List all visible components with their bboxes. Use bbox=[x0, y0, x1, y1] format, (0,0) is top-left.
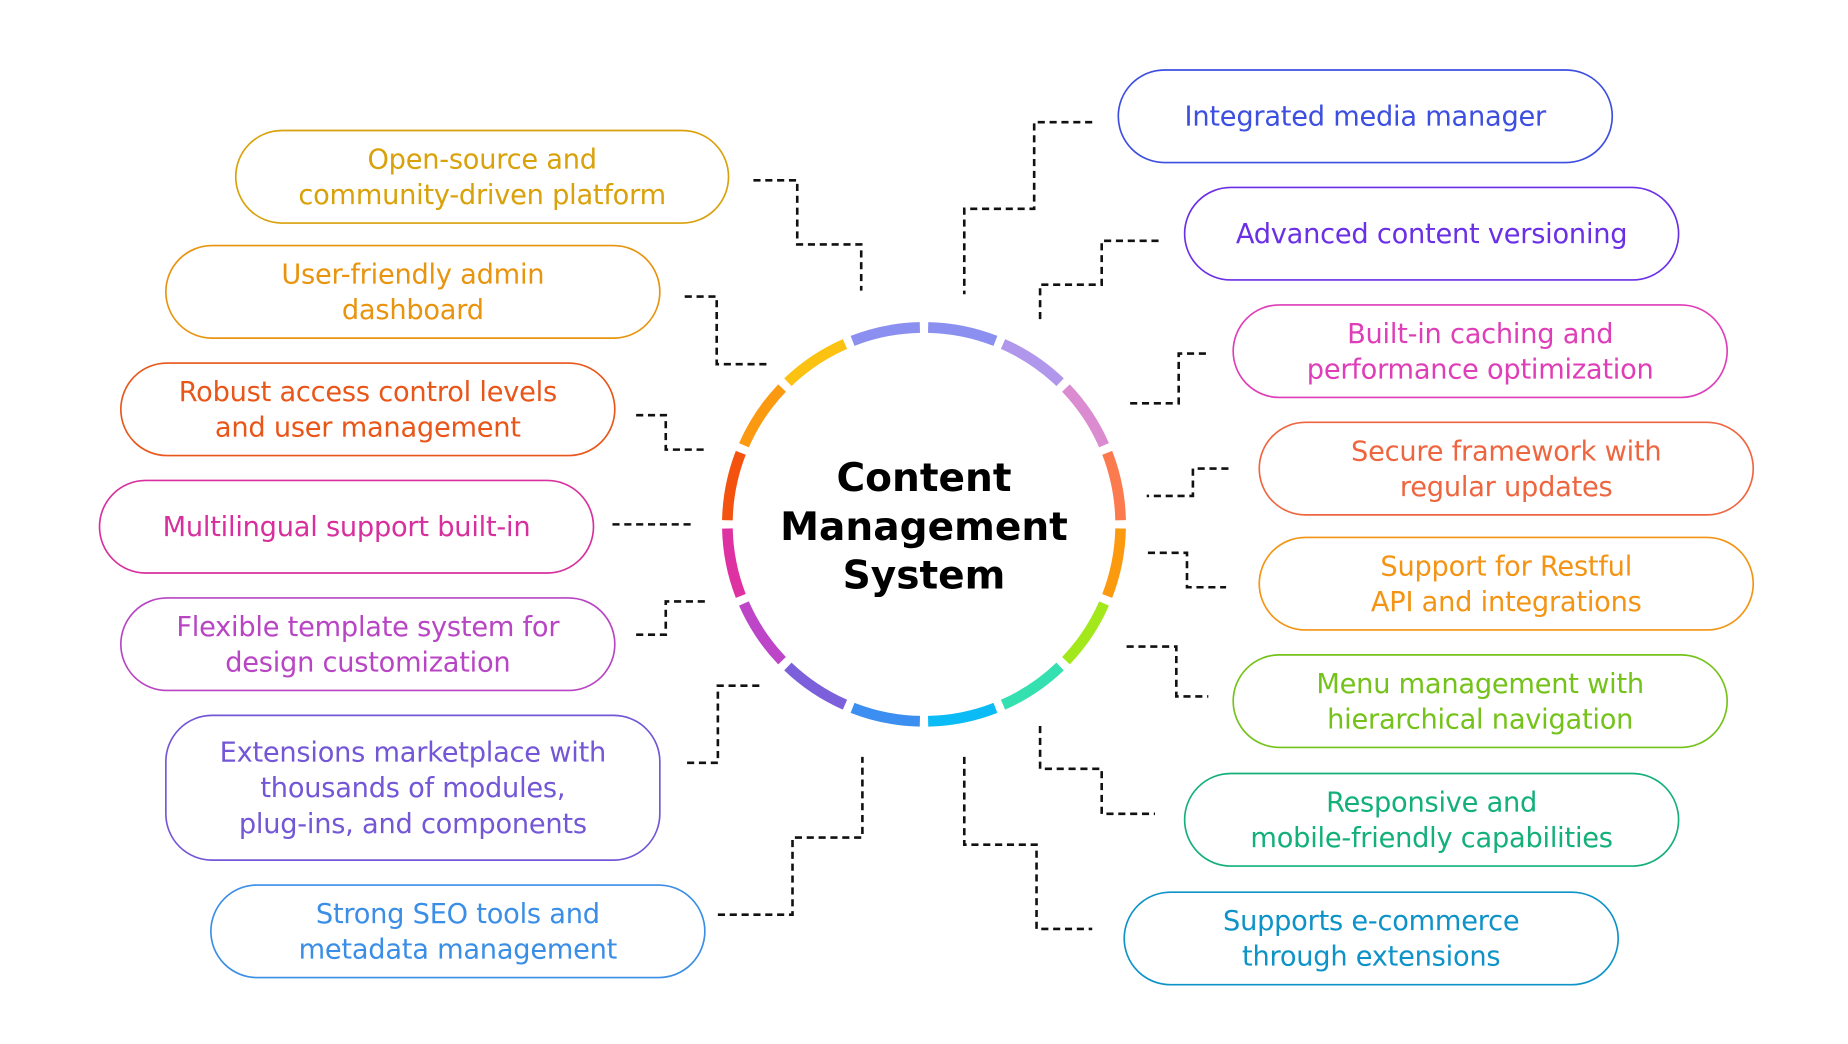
ring-segment bbox=[1102, 528, 1126, 598]
pill-border bbox=[1232, 654, 1728, 749]
feature-label-line: Menu management with bbox=[1316, 669, 1644, 700]
ring-segment bbox=[739, 601, 786, 665]
pill-border bbox=[1183, 772, 1680, 867]
center-ring bbox=[722, 322, 1126, 727]
pill-border bbox=[98, 479, 595, 574]
connector-content-versioning bbox=[1038, 239, 1159, 323]
feature-label-line: Supports e-commerce bbox=[1223, 906, 1519, 937]
feature-pill-extensions-marketplace: Extensions marketplace with thousands of … bbox=[165, 714, 661, 861]
feature-label-line: mobile-friendly capabilities bbox=[1250, 823, 1612, 854]
feature-label-line: dashboard bbox=[342, 295, 484, 326]
connector-extensions-marketplace bbox=[687, 684, 765, 765]
feature-label-line: design customization bbox=[225, 647, 510, 678]
pill-border bbox=[1258, 536, 1755, 631]
ring-segment bbox=[1062, 601, 1109, 665]
pill-border bbox=[1117, 69, 1614, 164]
ring-segment bbox=[1000, 339, 1064, 387]
ring-segment bbox=[722, 450, 746, 521]
feature-label-line: regular updates bbox=[1400, 472, 1613, 503]
pill-border bbox=[120, 597, 616, 692]
feature-label-line: Open-source and bbox=[367, 144, 596, 175]
pill-border bbox=[165, 714, 661, 861]
connector-seo-tools bbox=[717, 756, 864, 916]
feature-pill-access-control: Robust access control levels and user man… bbox=[120, 362, 616, 457]
connector-lines bbox=[612, 120, 1229, 931]
feature-pill-ecommerce: Supports e-commerce through extensions bbox=[1123, 891, 1620, 986]
feature-label-line: hierarchical navigation bbox=[1327, 704, 1633, 735]
center-title: Content Management System bbox=[780, 456, 1068, 598]
ring-segment bbox=[927, 322, 998, 346]
ring-segment bbox=[784, 339, 848, 387]
feature-pill-template-system: Flexible template system for design custo… bbox=[120, 597, 616, 692]
pill-border bbox=[1258, 421, 1755, 516]
center-title-line-2: Management bbox=[780, 505, 1068, 550]
center-title-line-3: System bbox=[843, 553, 1006, 598]
feature-label-line: Flexible template system for bbox=[176, 612, 560, 643]
feature-pill-open-source: Open-source and community-driven platform bbox=[234, 129, 730, 224]
pill-border bbox=[1232, 304, 1728, 399]
feature-pill-menu-management: Menu management with hierarchical navigat… bbox=[1232, 654, 1728, 749]
feature-pill-content-versioning: Advanced content versioning bbox=[1183, 186, 1680, 281]
connector-restful-api bbox=[1147, 551, 1227, 589]
feature-label-line: Support for Restful bbox=[1380, 551, 1632, 582]
feature-label-line: Responsive and bbox=[1326, 787, 1537, 818]
feature-label-line: thousands of modules, bbox=[260, 773, 565, 804]
connector-template-system bbox=[636, 600, 705, 637]
feature-label-line: metadata management bbox=[299, 935, 618, 966]
connector-admin-dashboard bbox=[684, 295, 768, 366]
feature-label-line: Robust access control levels bbox=[179, 377, 557, 408]
ring-segment bbox=[1000, 662, 1064, 710]
feature-label-line: Strong SEO tools and bbox=[316, 899, 600, 930]
pill-border bbox=[234, 129, 730, 224]
feature-pill-caching: Built-in caching and performance optimiza… bbox=[1232, 304, 1728, 399]
connector-menu-management bbox=[1126, 645, 1209, 698]
center-title-line-1: Content bbox=[836, 456, 1011, 501]
ring-segment bbox=[1102, 450, 1126, 521]
feature-label-line: performance optimization bbox=[1307, 354, 1654, 385]
connector-ecommerce bbox=[962, 756, 1093, 931]
connector-media-manager bbox=[962, 120, 1093, 295]
feature-pill-seo-tools: Strong SEO tools and metadata management bbox=[210, 884, 706, 979]
pill-border bbox=[1183, 186, 1680, 281]
feature-pill-responsive: Responsive and mobile-friendly capabiliti… bbox=[1183, 772, 1680, 867]
feature-label-line: User-friendly admin bbox=[281, 260, 544, 291]
connector-access-control bbox=[636, 413, 705, 451]
feature-label-line: Integrated media manager bbox=[1185, 102, 1547, 133]
ring-segment bbox=[927, 702, 998, 727]
feature-label-line: plug-ins, and components bbox=[239, 809, 587, 840]
feature-label-line: through extensions bbox=[1242, 942, 1500, 973]
ring-segment bbox=[850, 702, 921, 727]
pill-border bbox=[165, 244, 661, 339]
feature-label-line: and user management bbox=[215, 413, 521, 444]
pill-border bbox=[1123, 891, 1620, 986]
connector-caching bbox=[1125, 352, 1206, 405]
feature-pills: Open-source and community-driven platform… bbox=[98, 69, 1755, 986]
feature-pill-secure-framework: Secure framework with regular updates bbox=[1258, 421, 1755, 516]
feature-label-line: community-driven platform bbox=[298, 180, 666, 211]
connector-open-source bbox=[753, 179, 863, 291]
ring-segment bbox=[1062, 384, 1109, 448]
ring-segment bbox=[784, 662, 848, 710]
feature-label-line: API and integrations bbox=[1371, 587, 1642, 618]
feature-label-line: Built-in caching and bbox=[1347, 319, 1613, 350]
pill-border bbox=[210, 884, 706, 979]
pill-border bbox=[120, 362, 616, 457]
feature-pill-media-manager: Integrated media manager bbox=[1117, 69, 1614, 164]
connector-secure-framework bbox=[1146, 467, 1229, 498]
feature-label-line: Advanced content versioning bbox=[1236, 219, 1628, 250]
ring-segment bbox=[722, 528, 746, 598]
feature-pill-admin-dashboard: User-friendly admin dashboard bbox=[165, 244, 661, 339]
feature-label-line: Multilingual support built-in bbox=[163, 512, 531, 543]
feature-label-line: Secure framework with bbox=[1351, 436, 1661, 467]
feature-pill-multilingual: Multilingual support built-in bbox=[98, 479, 595, 574]
ring-segment bbox=[739, 384, 786, 448]
feature-label-line: Extensions marketplace with bbox=[220, 738, 606, 769]
ring-segment bbox=[850, 322, 921, 346]
connector-responsive bbox=[1038, 726, 1155, 816]
